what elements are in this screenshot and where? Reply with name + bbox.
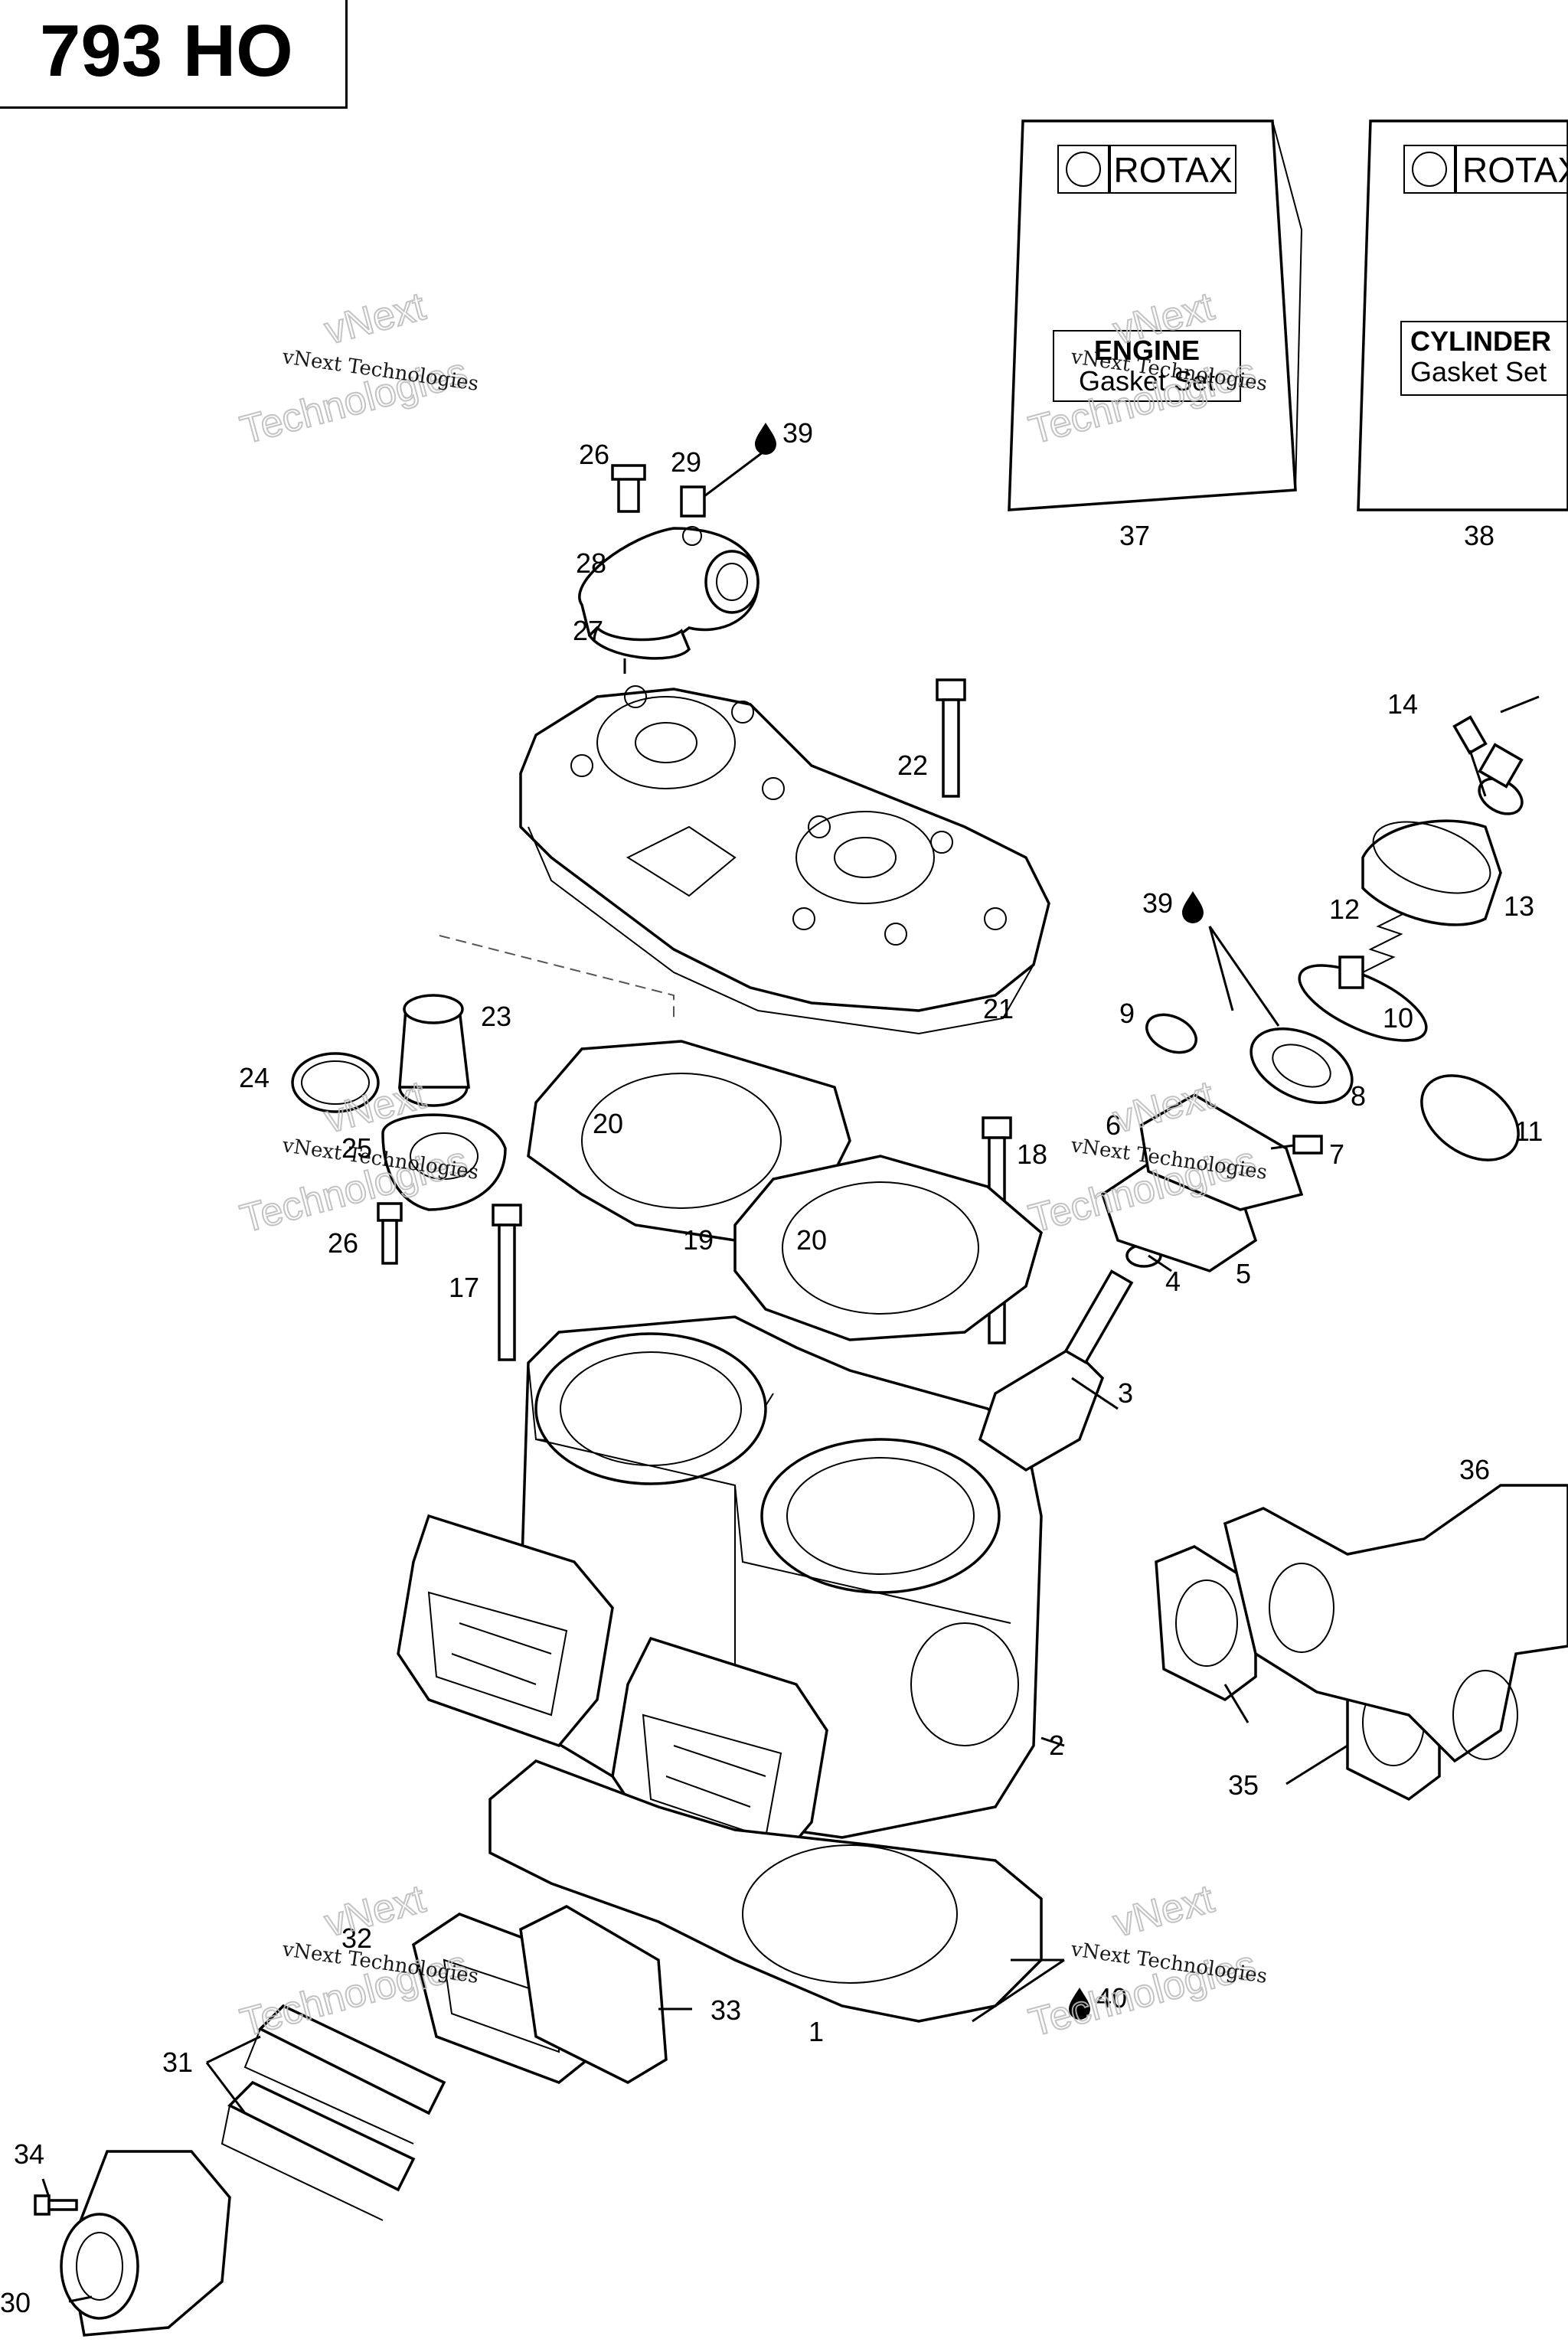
callout-12: 12 bbox=[1329, 893, 1360, 925]
intake-port-left bbox=[397, 1514, 614, 1748]
valve-cover-13 bbox=[1361, 819, 1502, 926]
callout-3: 3 bbox=[1118, 1377, 1133, 1409]
callout-30: 30 bbox=[0, 2287, 31, 2318]
callout-24: 24 bbox=[239, 1062, 270, 1093]
callout-35: 35 bbox=[1228, 1769, 1259, 1801]
callout-11: 11 bbox=[1514, 1116, 1543, 1147]
callout-10: 10 bbox=[1383, 1002, 1413, 1034]
o-ring-11 bbox=[1420, 1074, 1520, 1161]
oil-drop-icon bbox=[1182, 891, 1204, 923]
callout-13: 13 bbox=[1504, 890, 1534, 922]
screw-34 bbox=[34, 2194, 78, 2216]
callout-26: 26 bbox=[328, 1227, 358, 1259]
diagram-title-box: 793 HO bbox=[0, 0, 348, 109]
cylinder-booklet-brand: ROTAX bbox=[1462, 150, 1568, 190]
callout-1: 1 bbox=[808, 2016, 824, 2047]
callout-14: 14 bbox=[1387, 688, 1418, 720]
water-outlet-assembly bbox=[578, 464, 760, 660]
bellows-8 bbox=[1250, 1027, 1354, 1104]
callout-17: 17 bbox=[449, 1272, 479, 1303]
cap-screw-14 bbox=[1452, 715, 1524, 815]
callout-18: 18 bbox=[1017, 1138, 1047, 1170]
bolt-26-lower bbox=[377, 1202, 403, 1265]
callout-25: 25 bbox=[341, 1132, 372, 1164]
thermostat-ring-24 bbox=[291, 1052, 380, 1113]
o-ring-9 bbox=[1145, 1013, 1197, 1054]
bolt-17 bbox=[492, 1204, 522, 1361]
callout-8: 8 bbox=[1351, 1080, 1366, 1112]
callout-7: 7 bbox=[1329, 1138, 1344, 1170]
callout-32: 32 bbox=[341, 1922, 372, 1954]
diagram-title: 793 HO bbox=[40, 10, 293, 92]
callout-21: 21 bbox=[983, 993, 1014, 1024]
callout-6: 6 bbox=[1106, 1109, 1121, 1141]
thermostat-housing-25 bbox=[381, 1113, 507, 1211]
head-gasket-rear bbox=[733, 1155, 1043, 1341]
callout-19: 19 bbox=[683, 1224, 714, 1256]
callout-26: 26 bbox=[579, 439, 609, 470]
reed-gasket-33 bbox=[519, 1905, 668, 2084]
svg-text:vNext: vNext bbox=[320, 1877, 430, 1946]
engine-gasket-set-booklet: ROTAX ENGINE Gasket Set bbox=[1008, 119, 1303, 511]
alignment-line bbox=[439, 935, 675, 1018]
callout-28: 28 bbox=[576, 547, 606, 579]
svg-text:vNext: vNext bbox=[1109, 1877, 1219, 1946]
watermark: vNext Technologies vNext Technologies bbox=[235, 283, 480, 454]
callout-31: 31 bbox=[162, 2047, 193, 2078]
oil-drop-icon bbox=[1069, 1988, 1090, 2020]
valve-housing-6-7 bbox=[1139, 1093, 1323, 1211]
cylinder-gasket-set-booklet: ROTAX CYLINDER Gasket Set bbox=[1357, 119, 1568, 511]
cylinder-booklet-heading: CYLINDER bbox=[1410, 325, 1551, 357]
callout-37: 37 bbox=[1119, 520, 1150, 551]
callout-9: 9 bbox=[1119, 998, 1135, 1029]
reed-valve-31 bbox=[220, 2004, 446, 2221]
bolt-22 bbox=[936, 678, 966, 798]
callout-4: 4 bbox=[1165, 1266, 1181, 1297]
cylinder-head bbox=[519, 685, 1050, 1035]
base-gasket bbox=[488, 1759, 1043, 2023]
exhaust-manifold-36 bbox=[1223, 1484, 1568, 1763]
thermostat bbox=[398, 994, 470, 1107]
callout-39: 39 bbox=[782, 417, 813, 449]
engine-booklet-brand: ROTAX bbox=[1113, 150, 1232, 190]
callout-5: 5 bbox=[1236, 1258, 1251, 1289]
callout-36: 36 bbox=[1459, 1454, 1490, 1485]
oil-drop-icon bbox=[755, 423, 776, 455]
callout-39: 39 bbox=[1142, 887, 1173, 919]
cylinder-booklet-subheading: Gasket Set bbox=[1410, 356, 1547, 387]
piston-10 bbox=[1298, 956, 1428, 1042]
callout-40: 40 bbox=[1096, 1982, 1127, 2014]
svg-text:vNext: vNext bbox=[320, 284, 430, 354]
engine-booklet-subheading: Gasket Set bbox=[1079, 365, 1215, 397]
callout-20: 20 bbox=[796, 1224, 827, 1256]
engine-booklet-heading: ENGINE bbox=[1094, 335, 1200, 366]
callout-38: 38 bbox=[1464, 520, 1494, 551]
intake-flange-30 bbox=[60, 2150, 231, 2337]
callout-29: 29 bbox=[671, 446, 701, 478]
callout-33: 33 bbox=[710, 1994, 741, 2026]
callout-27: 27 bbox=[573, 615, 603, 646]
callout-22: 22 bbox=[897, 750, 928, 781]
exhaust-gasket-35a bbox=[1155, 1545, 1257, 1702]
callout-34: 34 bbox=[14, 2138, 44, 2170]
callout-20: 20 bbox=[593, 1108, 623, 1139]
callout-23: 23 bbox=[481, 1001, 511, 1032]
callout-2: 2 bbox=[1049, 1730, 1064, 1761]
leader-lines bbox=[41, 449, 1540, 2303]
